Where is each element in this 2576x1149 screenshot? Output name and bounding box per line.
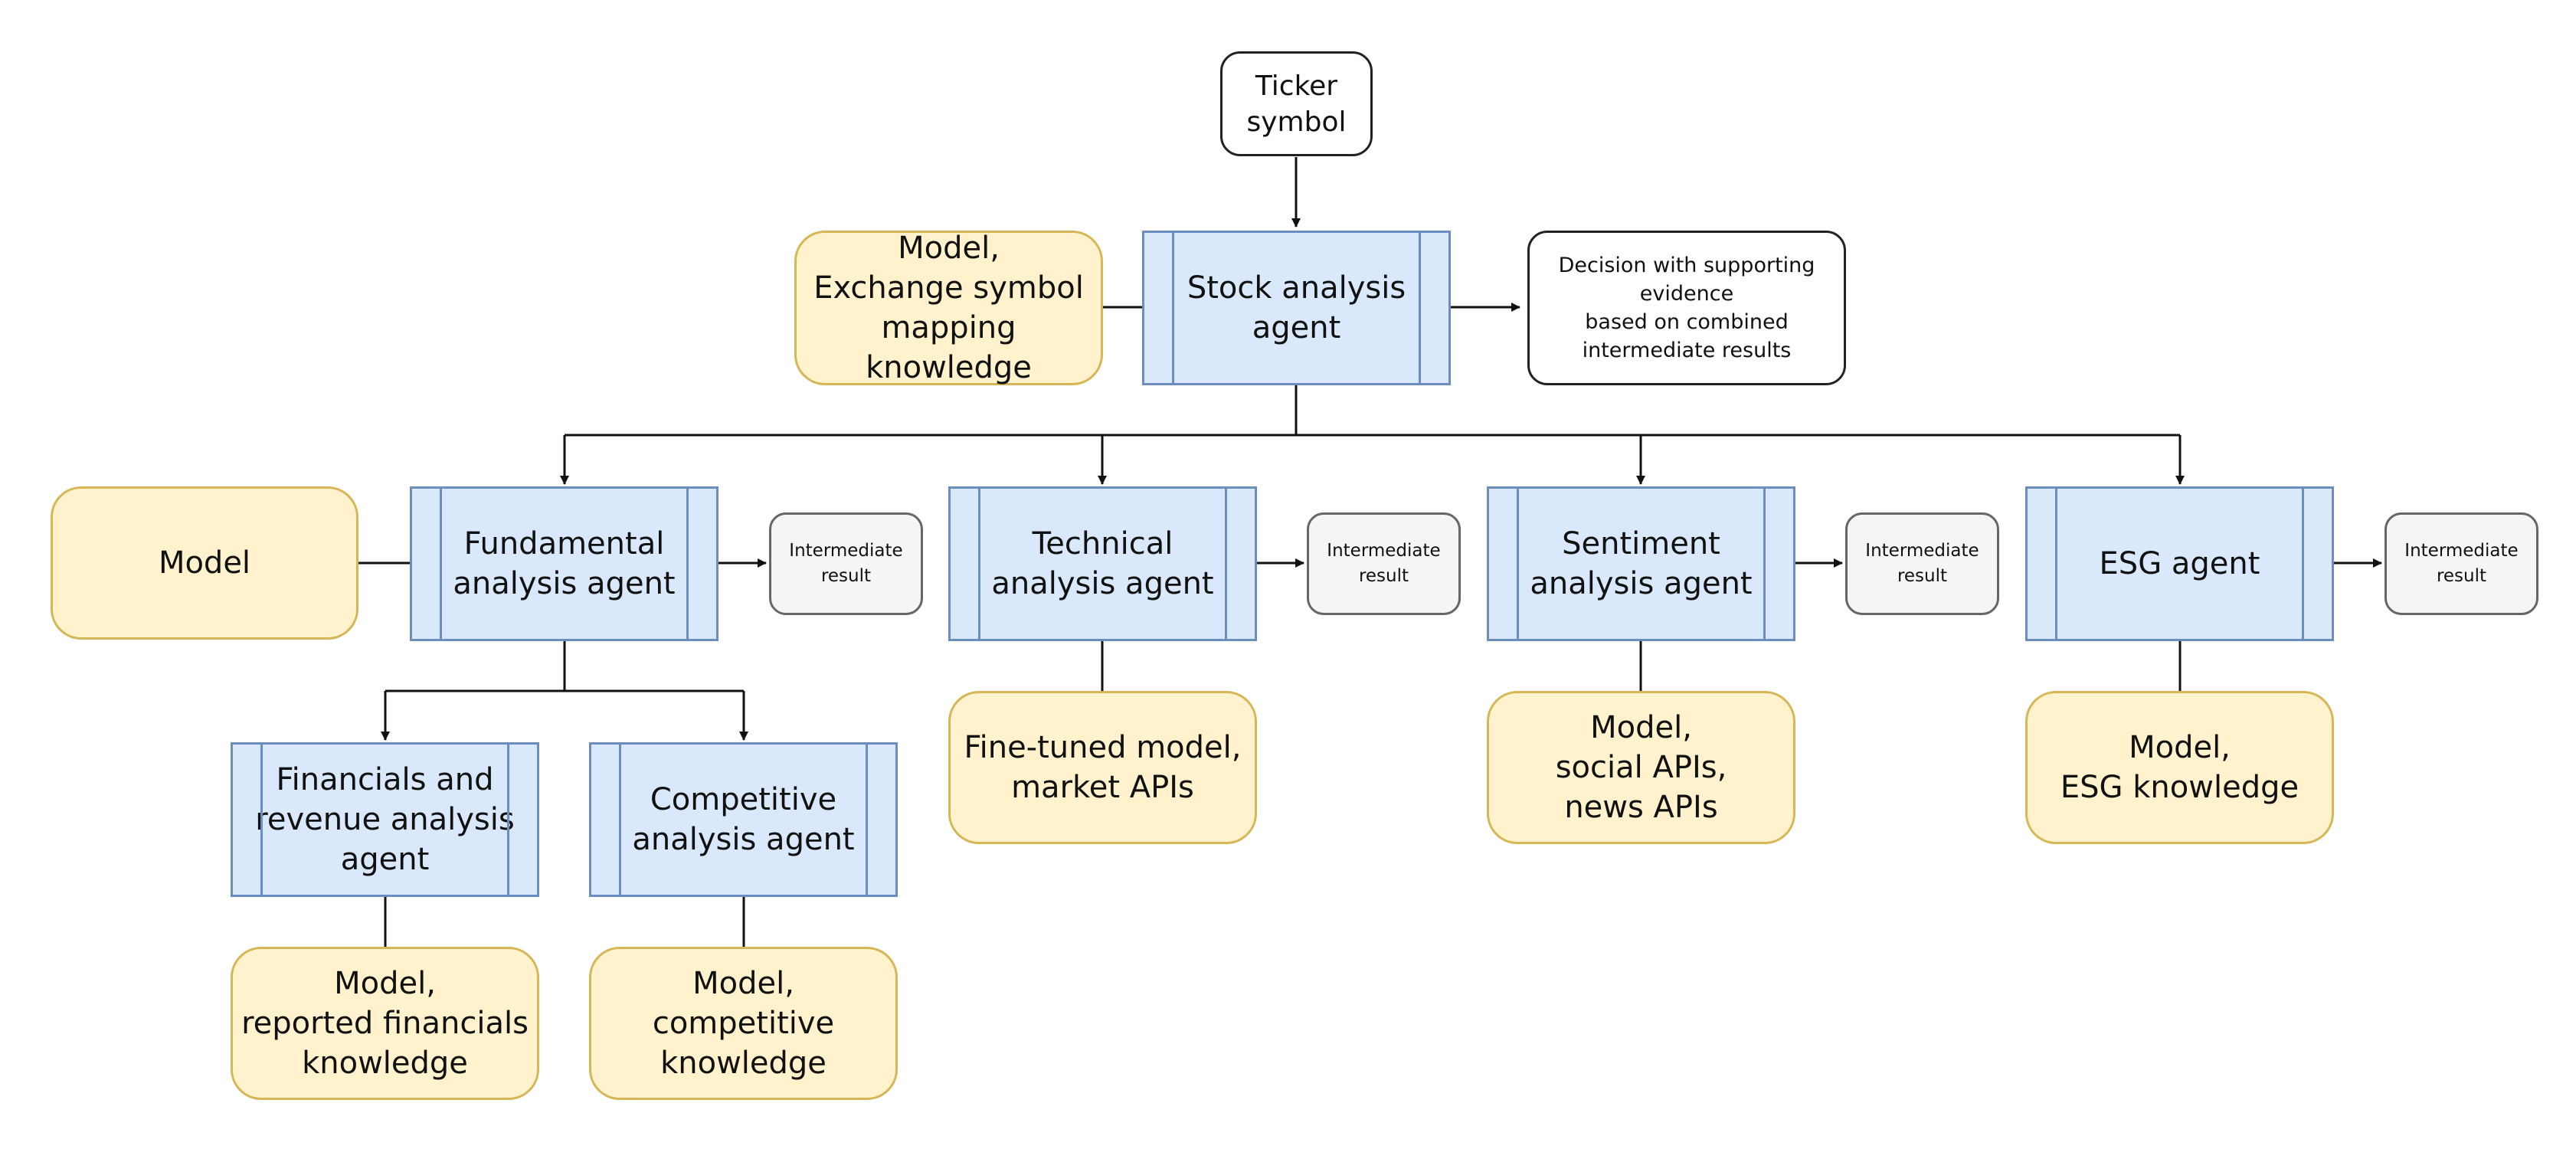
- esg-intermediate-result-label: Intermediate result: [2404, 541, 2519, 586]
- technical-analysis-agent-node: Technical analysis agent: [948, 486, 1257, 641]
- financials-knowledge-node: Model, reported financials knowledge: [231, 947, 539, 1100]
- esg-agent-node: ESG agent: [2025, 486, 2334, 641]
- stock-analysis-agent-node: Stock analysis agent: [1142, 231, 1451, 385]
- sentiment-analysis-agent-node: Sentiment analysis agent: [1487, 486, 1795, 641]
- sentiment-knowledge-node: Model, social APIs, news APIs: [1487, 691, 1795, 844]
- fundamental-intermediate-result-label: Intermediate result: [789, 541, 903, 586]
- competitive-analysis-agent-node: Competitive analysis agent: [589, 742, 898, 897]
- technical-knowledge-label: Fine-tuned model, market APIs: [964, 730, 1242, 805]
- financials-knowledge-label: Model, reported financials knowledge: [241, 966, 529, 1081]
- financials-revenue-agent-node: Financials and revenue analysis agent: [231, 742, 539, 897]
- stock-knowledge-label: Model, Exchange symbol mapping knowledge: [813, 231, 1084, 385]
- competitive-knowledge-label: Model, competitive knowledge: [652, 966, 835, 1081]
- fundamental-intermediate-result-node: Intermediate result: [769, 512, 923, 615]
- decision-node: Decision with supporting evidence based …: [1527, 231, 1846, 385]
- competitive-knowledge-node: Model, competitive knowledge: [589, 947, 898, 1100]
- fundamental-analysis-agent-node: Fundamental analysis agent: [410, 486, 718, 641]
- esg-intermediate-result-node: Intermediate result: [2385, 512, 2538, 615]
- stock-analysis-agent-label: Stock analysis agent: [1187, 270, 1406, 345]
- sentiment-knowledge-label: Model, social APIs, news APIs: [1555, 710, 1727, 825]
- technical-intermediate-result-node: Intermediate result: [1307, 512, 1461, 615]
- fundamental-model-label: Model: [158, 545, 251, 581]
- stock-knowledge-node: Model, Exchange symbol mapping knowledge: [794, 231, 1103, 385]
- sentiment-intermediate-result-label: Intermediate result: [1865, 541, 1979, 586]
- technical-intermediate-result-label: Intermediate result: [1327, 541, 1441, 586]
- financials-revenue-agent-label: Financials and revenue analysis agent: [255, 762, 515, 877]
- competitive-analysis-agent-label: Competitive analysis agent: [632, 782, 855, 857]
- esg-agent-label: ESG agent: [2099, 546, 2260, 581]
- esg-knowledge-label: Model, ESG knowledge: [2060, 730, 2299, 805]
- fundamental-model-node: Model: [51, 486, 358, 640]
- ticker-symbol-label: Ticker symbol: [1246, 70, 1347, 138]
- esg-knowledge-node: Model, ESG knowledge: [2025, 691, 2334, 844]
- sentiment-analysis-agent-label: Sentiment analysis agent: [1530, 526, 1753, 601]
- decision-label: Decision with supporting evidence based …: [1558, 254, 1815, 362]
- sentiment-intermediate-result-node: Intermediate result: [1845, 512, 1999, 615]
- technical-analysis-agent-label: Technical analysis agent: [991, 526, 1214, 601]
- ticker-symbol-node: Ticker symbol: [1220, 51, 1373, 156]
- technical-knowledge-node: Fine-tuned model, market APIs: [948, 691, 1257, 844]
- fundamental-analysis-agent-label: Fundamental analysis agent: [453, 526, 676, 601]
